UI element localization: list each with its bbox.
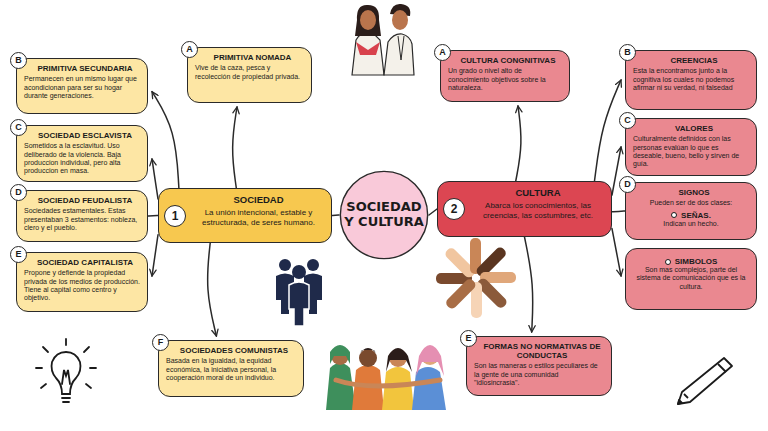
box-body: Indican un hecho.: [633, 220, 749, 228]
callout-letter: B: [619, 44, 636, 61]
box-body: Abarca los conocimientos, las creencias,…: [472, 201, 604, 221]
box-body: Culturalmente definidos con las personas…: [633, 135, 749, 169]
box-body: Son las maneras o estilos peculiares de …: [474, 362, 604, 387]
title-text: SOCIEDAD Y CULTURA: [344, 200, 424, 230]
topic-box: EFORMAS NO NORMATIVAS DE CONDUCTASSon la…: [466, 336, 612, 396]
callout-letter: A: [434, 44, 451, 61]
box-body: Basada en la igualdad, la equidad económ…: [166, 357, 296, 382]
connector: [233, 107, 237, 188]
callout-letter: C: [619, 112, 636, 129]
connector: [516, 106, 521, 181]
callout-letter: D: [619, 176, 636, 193]
callout-letter: C: [10, 119, 27, 136]
title-circle: SOCIEDAD Y CULTURA: [339, 170, 429, 260]
topic-box: DSIGNOSPueden ser de dos clases:SEÑAS.In…: [625, 182, 757, 240]
connector: [612, 229, 621, 276]
connector: [525, 237, 533, 332]
connector: [152, 235, 158, 276]
topic-box: CVALORESCulturalmente definidos con las …: [625, 118, 757, 176]
hub-box: 2 CULTURA Abarca los conocimientos, las cr…: [437, 181, 612, 237]
box-body: Propone y defiende la propiedad privada …: [24, 269, 140, 303]
connector: [152, 159, 158, 199]
topic-box: SIMBOLOSSon mas complejos, parte del sis…: [625, 248, 757, 310]
box-body: Vive de la caza, pesca y recolección de …: [195, 64, 304, 81]
connector: [152, 92, 179, 188]
callout-letter: F: [152, 334, 169, 351]
topic-box: BPRIMITIVA SECUNDARIAPermanecen en un mi…: [16, 58, 148, 114]
box-heading: SIGNOS: [639, 188, 749, 197]
bullet-heading: SIMBOLOS: [633, 257, 749, 266]
topic-box: FSOCIEDADES COMUNISTASBasada en la igual…: [158, 340, 304, 397]
box-heading: SOCIEDADES COMUNISTAS: [172, 346, 296, 355]
box-body: Sociedades estamentales. Estas presentab…: [24, 207, 140, 232]
box-heading: PRIMITIVA NOMADA: [201, 53, 304, 62]
box-heading: SOCIEDAD CAPITALISTA: [30, 258, 140, 267]
topic-box: CSOCIEDAD ESCLAVISTASometidos a la escla…: [16, 125, 148, 182]
topic-box: ACULTURA CONGNITIVASUn grado o nivel alt…: [440, 50, 570, 102]
box-body: Esta la encontramos junto a la cognitiva…: [633, 67, 749, 92]
connector: [148, 215, 158, 217]
couple-illustration: [352, 4, 414, 75]
topic-box: ESOCIEDAD CAPITALISTAPropone y defiende …: [16, 252, 148, 312]
box-heading: SOCIEDAD FEUDALISTA: [30, 196, 140, 205]
group-illustration: [326, 345, 446, 410]
hub-box: 1 SOCIEDAD La unión intencional, estable y…: [158, 188, 332, 243]
connector: [429, 209, 437, 215]
callout-number: 1: [164, 205, 186, 227]
box-heading: CULTURA: [472, 187, 604, 198]
people-icon: [276, 259, 322, 326]
topic-box: APRIMITIVA NOMADAVive de la caza, pesca …: [187, 47, 312, 103]
connector: [332, 214, 339, 216]
box-heading: SOCIEDAD: [193, 194, 324, 205]
box-heading: FORMAS NO NORMATIVAS DE CONDUCTAS: [480, 342, 604, 360]
box-heading: VALORES: [639, 124, 749, 133]
hands-illustration: [436, 238, 516, 318]
box-heading: PRIMITIVA SECUNDARIA: [30, 64, 140, 73]
box-heading: CREENCIAS: [639, 56, 749, 65]
callout-letter: B: [10, 52, 27, 69]
box-heading: SOCIEDAD ESCLAVISTA: [30, 131, 140, 140]
callout-letter: A: [181, 41, 198, 58]
box-body: Son mas complejos, parte del sistema de …: [633, 266, 749, 291]
topic-box: DSOCIEDAD FEUDALISTASociedades estamenta…: [16, 190, 148, 242]
callout-letter: E: [460, 330, 477, 347]
lightbulb-icon: [36, 339, 96, 402]
box-body: Pueden ser de dos clases:: [633, 199, 749, 207]
box-body: La unión intencional, estable y estructu…: [193, 208, 324, 228]
connector: [208, 243, 217, 336]
pencil-icon: [678, 358, 732, 404]
callout-number: 2: [443, 198, 465, 220]
box-heading: CULTURA CONGNITIVAS: [454, 56, 562, 65]
bullet-heading: SEÑAS.: [633, 211, 749, 220]
topic-box: BCREENCIASEsta la encontramos junto a la…: [625, 50, 757, 110]
callout-letter: D: [10, 184, 27, 201]
callout-letter: E: [10, 246, 27, 263]
box-body: Permanecen en un mismo lugar que acondic…: [24, 75, 140, 100]
connector: [612, 210, 625, 212]
box-body: Sometidos a la esclavitud. Uso deliberad…: [24, 142, 140, 176]
box-body: Un grado o nivel alto de conocimiento ob…: [448, 67, 562, 92]
